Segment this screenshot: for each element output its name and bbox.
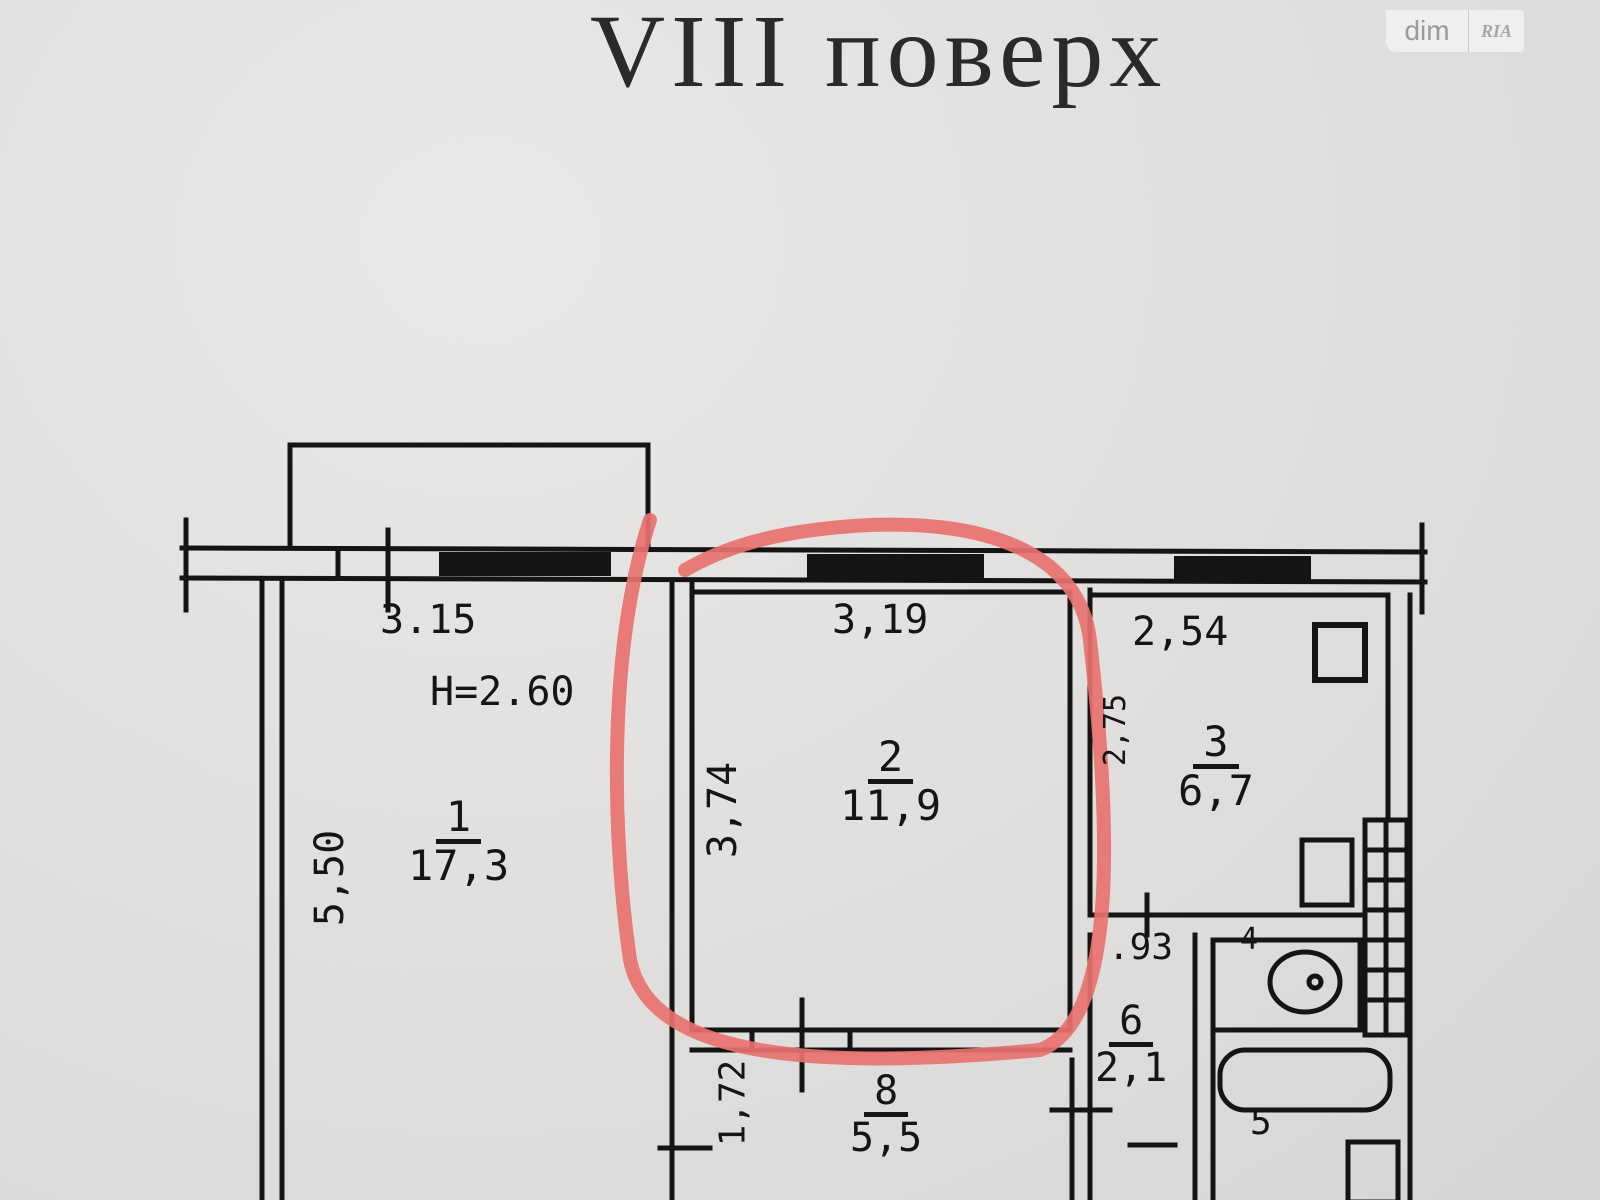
stove-symbol	[1312, 622, 1368, 683]
room-1-area: 17,3	[408, 841, 510, 891]
balcony-outline	[287, 442, 651, 551]
watermark-ria: RIA	[1480, 20, 1513, 41]
ceiling-height-label: H=2.60	[430, 669, 575, 715]
room-2-label: 2 11,9	[840, 734, 942, 831]
room-3-depth-label: 2,75	[1098, 693, 1134, 767]
room-5-number: 5	[1250, 1102, 1272, 1143]
watermark-dim: dim	[1386, 10, 1469, 52]
room-1-number: 1	[435, 794, 482, 845]
room-3-area: 6,7	[1178, 766, 1254, 816]
room-8-area: 5,5	[850, 1115, 923, 1161]
room-3-number: 3	[1193, 719, 1239, 770]
toilet-symbol	[1267, 949, 1343, 1015]
room-1-depth-label: 5,50	[307, 829, 354, 927]
room-3-label: 3 6,7	[1178, 719, 1254, 816]
room-2-number: 2	[867, 734, 914, 785]
room-2-width-label: 3,19	[832, 597, 929, 643]
room-8-label: 8 5,5	[850, 1070, 922, 1159]
room-6-area: 2,1	[1095, 1045, 1168, 1091]
room-3-width-label: 2,54	[1132, 609, 1229, 655]
room-4-width-label: .93	[1108, 927, 1174, 968]
room-1-width-label: 3.15	[380, 597, 477, 643]
red-highlight-circle	[609, 513, 1112, 1066]
room-8-number: 8	[864, 1070, 909, 1117]
bathtub-symbol	[1217, 1047, 1393, 1113]
room-6-number: 6	[1109, 1000, 1154, 1047]
room-2-area: 11,9	[840, 781, 942, 831]
window-room-1	[439, 552, 611, 576]
room-2-depth-label: 3,74	[700, 761, 747, 859]
window-room-2	[807, 554, 984, 578]
floor-title: VIII поверх	[590, 0, 1168, 109]
room-4-number: 4	[1240, 922, 1259, 957]
room-1-label: 1 17,3	[408, 794, 510, 891]
room-8-depth-label: 1,72	[712, 1059, 754, 1147]
room-6-label: 6 2,1	[1095, 1000, 1167, 1089]
dim-ria-watermark: dim RIA	[1386, 10, 1524, 52]
window-room-3	[1174, 556, 1311, 580]
